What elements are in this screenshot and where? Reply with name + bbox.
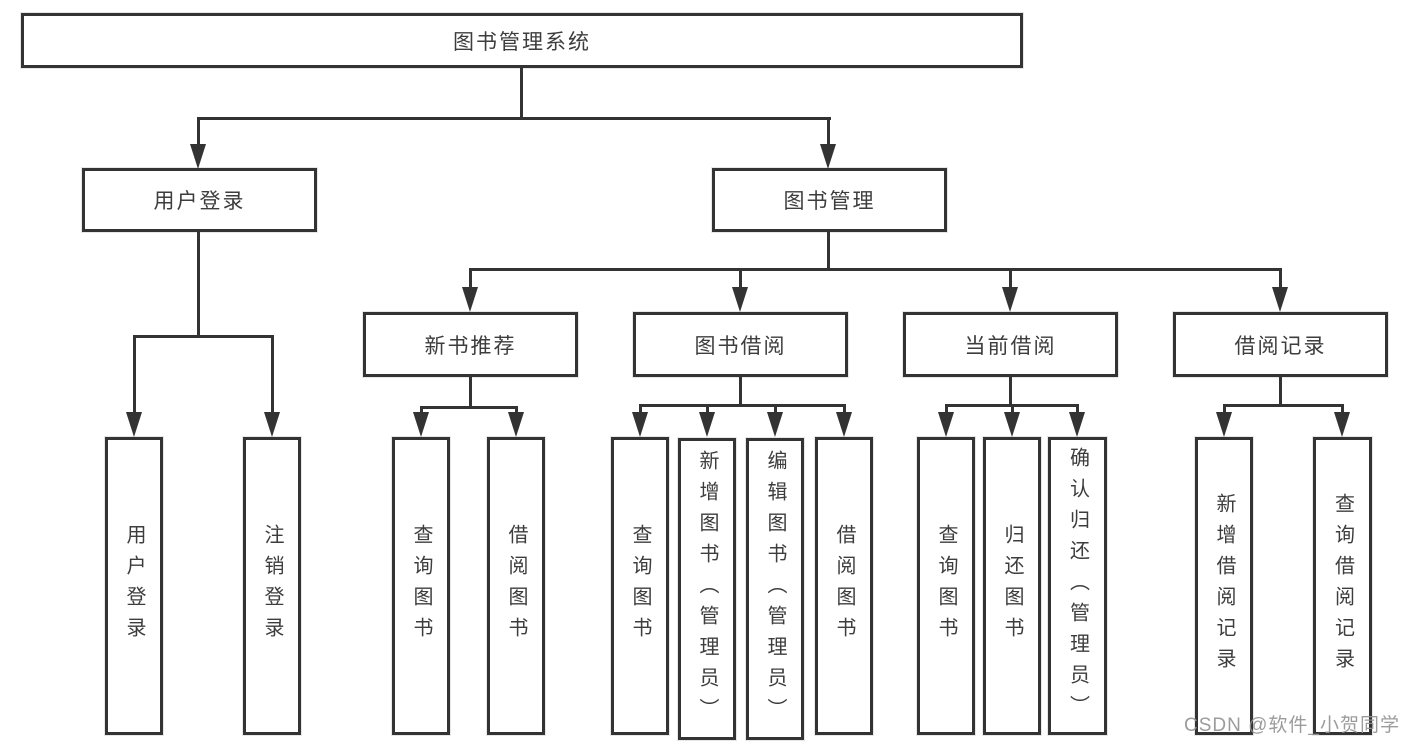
leaf-confirm-return-admin: 确认归还（管理员） xyxy=(1048,437,1107,735)
connector-mgmt-trunk xyxy=(827,231,830,271)
node-book-management: 图书管理 xyxy=(712,168,947,232)
connector-shaft xyxy=(706,404,709,414)
connector-records-trunk xyxy=(1279,375,1282,406)
connector-borrow-bar xyxy=(639,404,845,407)
connector-shaft xyxy=(469,268,472,288)
arrowhead-icon xyxy=(126,412,142,437)
leaf-edit-books-admin: 编辑图书（管理员） xyxy=(746,438,804,740)
arrowhead-icon xyxy=(1216,412,1232,437)
connector-root-trunk xyxy=(520,68,523,117)
node-book-borrow: 图书借阅 xyxy=(633,312,848,377)
leaf-query-books: 查询图书 xyxy=(917,437,975,735)
connector-current-trunk xyxy=(1009,375,1012,406)
connector-shaft xyxy=(843,404,846,414)
leaf-logout: 注销登录 xyxy=(243,437,301,735)
csdn-watermark: CSDN @软件_小贺同学 xyxy=(1184,715,1400,736)
arrowhead-icon xyxy=(508,412,524,437)
connector-shaft xyxy=(1223,404,1226,414)
leaf-borrow-books: 借阅图书 xyxy=(487,437,545,735)
arrowhead-icon xyxy=(820,144,836,169)
arrowhead-icon xyxy=(1069,412,1085,437)
arrowhead-icon xyxy=(1002,287,1018,312)
connector-shaft xyxy=(133,335,136,413)
arrowhead-icon xyxy=(732,287,748,312)
connector-shaft xyxy=(639,404,642,414)
arrowhead-icon xyxy=(632,412,648,437)
connector-shaft xyxy=(271,335,274,413)
arrowhead-icon xyxy=(462,287,478,312)
leaf-query-books: 查询图书 xyxy=(392,437,450,735)
connector-shaft xyxy=(1009,268,1012,288)
arrowhead-icon xyxy=(190,144,206,169)
connector-mgmt-bar xyxy=(469,268,1281,271)
leaf-borrow-books: 借阅图书 xyxy=(815,437,873,735)
arrowhead-icon xyxy=(413,412,429,437)
connector-shaft xyxy=(1341,404,1344,414)
connector-shaft xyxy=(774,404,777,414)
connector-shaft xyxy=(827,117,830,145)
connector-login-bar xyxy=(133,335,273,338)
arrowhead-icon xyxy=(836,412,852,437)
connector-shaft xyxy=(197,117,200,145)
node-new-book-recommend: 新书推荐 xyxy=(363,312,578,377)
node-borrow-records: 借阅记录 xyxy=(1173,312,1388,377)
arrowhead-icon xyxy=(1272,287,1288,312)
connector-shaft xyxy=(739,268,742,288)
connector-records-bar xyxy=(1223,404,1343,407)
connector-login-trunk xyxy=(197,231,200,335)
leaf-add-books-admin: 新增图书（管理员） xyxy=(678,438,736,740)
leaf-query-borrow-record: 查询借阅记录 xyxy=(1313,437,1372,735)
node-user-login: 用户登录 xyxy=(82,168,317,232)
connector-shaft xyxy=(1076,404,1079,414)
connector-shaft xyxy=(945,404,948,414)
leaf-add-borrow-record: 新增借阅记录 xyxy=(1195,437,1253,735)
connector-borrow-trunk xyxy=(739,375,742,406)
arrowhead-icon xyxy=(264,412,280,437)
connector-root-bar xyxy=(197,117,831,120)
connector-shaft xyxy=(420,406,423,414)
connector-shaft xyxy=(1011,404,1014,414)
arrowhead-icon xyxy=(938,412,954,437)
arrowhead-icon xyxy=(1334,412,1350,437)
leaf-query-books: 查询图书 xyxy=(611,437,669,735)
node-library-system: 图书管理系统 xyxy=(21,13,1023,68)
arrowhead-icon xyxy=(1004,412,1020,437)
arrowhead-icon xyxy=(767,412,783,437)
arrowhead-icon xyxy=(699,412,715,437)
leaf-return-books: 归还图书 xyxy=(983,437,1041,735)
leaf-user-login: 用户登录 xyxy=(105,437,163,735)
connector-shaft xyxy=(1279,268,1282,288)
node-current-borrow: 当前借阅 xyxy=(903,312,1118,377)
connector-recommend-trunk xyxy=(469,375,472,408)
connector-recommend-bar xyxy=(420,406,518,409)
connector-shaft xyxy=(515,406,518,414)
